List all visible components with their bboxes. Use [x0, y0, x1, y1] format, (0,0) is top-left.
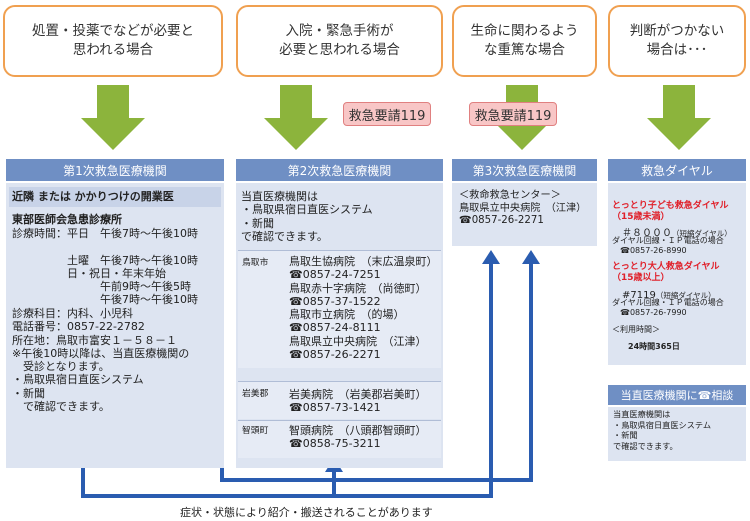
- child-dial-number-row: ＃８０００（短縮ダイヤル）: [612, 224, 732, 239]
- consult-header-text: 当直医療機関に☎相談: [620, 389, 734, 402]
- col3-body: ＜救命救急センター＞ 鳥取県立中央病院 （江津） ☎0857-26-2271: [459, 190, 587, 226]
- col2-header-text: 第2次救急医療機関: [287, 163, 392, 178]
- child-dial-title: とっとり子ども救急ダイヤル （15歳未満）: [612, 201, 729, 223]
- hospital-list-iwami: 岩美病院 （岩美郡岩美町） ☎0857-73-1421: [289, 388, 427, 415]
- consult-panel: [608, 407, 746, 461]
- child-dial-number: ＃８０００: [612, 228, 672, 239]
- adult-dial-number-row: #7119（短縮ダイヤル）: [612, 286, 716, 301]
- consult-header: 当直医療機関に☎相談: [608, 385, 746, 405]
- condition-text: 判断がつかない 場合は･･･: [629, 23, 725, 58]
- adult-dial-title: とっとり大人救急ダイヤル （15歳以上）: [612, 262, 720, 284]
- area-row-iwami: [238, 381, 441, 419]
- col4-panel: [608, 183, 746, 365]
- child-dial-details: ダイヤル回線・ＩＰ電話の場合 ☎0857-26-8990: [612, 236, 724, 255]
- transfer-line: [81, 262, 493, 498]
- col1-subheader-text: 近隣 または かかりつけの開業医: [12, 190, 174, 204]
- hospital-list-tottori: 鳥取生協病院 （末広温泉町） ☎0857-24-7251 鳥取赤十字病院 （尚徳…: [289, 255, 438, 362]
- arrowhead: [522, 250, 540, 264]
- transfer-line-2: [220, 262, 533, 482]
- col3-panel: [452, 183, 597, 246]
- dial-hours: 24時間365日: [628, 342, 680, 351]
- col1-header: 第1次救急医療機関: [6, 159, 224, 181]
- adult-dial-number: #7119: [612, 290, 656, 301]
- condition-box-tertiary: 生命に関わるよう な重篤な場合: [452, 5, 597, 77]
- child-dial-number-note: （短縮ダイヤル）: [672, 229, 732, 238]
- clinic-details: 診療科目：内科、小児科 電話番号：0857-22-2782 所在地：鳥取市富安１…: [12, 307, 190, 414]
- col2-intro: 当直医療機関は ・鳥取県宿日直医システム ・新聞 で確認できます。: [241, 190, 373, 243]
- consult-body: 当直医療機関は ・鳥取県宿日直医システム ・新聞 で確認できます。: [613, 409, 712, 451]
- bottom-note: 症状・状態により紹介・搬送されることがあります: [180, 506, 433, 519]
- col1-subheader: 近隣 または かかりつけの開業医: [9, 187, 221, 207]
- area-row-chizu: [238, 420, 441, 458]
- adult-dial-number-note: （短縮ダイヤル）: [655, 291, 716, 300]
- condition-box-primary: 処置・投薬でなどが必要と 思われる場合: [3, 5, 223, 77]
- area-label-chizu: 智頭町: [242, 426, 269, 436]
- col3-header-text: 第3次救急医療機関: [472, 163, 577, 178]
- col3-header: 第3次救急医療機関: [452, 159, 597, 181]
- dial-hours-label: ＜利用時間＞: [612, 325, 660, 334]
- clinic-hours: 診療時間：平日 午後7時〜午後10時 土曜 午後7時〜午後10時 日・祝日・年末…: [12, 227, 198, 307]
- arrowhead: [482, 250, 500, 264]
- adult-dial-details: ダイヤル回線・ＩＰ電話の場合 ☎0857-26-7990: [612, 298, 724, 317]
- area-row-tottori: [238, 250, 441, 368]
- condition-text: 処置・投薬でなどが必要と 思われる場合: [32, 23, 194, 58]
- area-label-iwami: 岩美郡: [242, 389, 269, 399]
- col1-panel: [6, 183, 224, 468]
- col4-header: 救急ダイヤル: [608, 159, 746, 181]
- request-label-text: 救急要請119: [474, 108, 552, 124]
- blue-transfer-arrows: [81, 262, 533, 498]
- col1-header-text: 第1次救急医療機関: [63, 163, 167, 178]
- col4-header-text: 救急ダイヤル: [641, 163, 713, 178]
- condition-text: 入院・緊急手術が 必要と思われる場合: [279, 23, 400, 58]
- condition-box-secondary: 入院・緊急手術が 必要と思われる場合: [236, 5, 443, 77]
- emergency-call-label-2: 救急要請119: [469, 102, 557, 126]
- green-arrow-2: [264, 85, 328, 150]
- green-arrow-1: [81, 85, 145, 150]
- condition-box-dial: 判断がつかない 場合は･･･: [608, 5, 746, 77]
- col2-header: 第2次救急医療機関: [236, 159, 443, 181]
- green-down-arrows: [81, 85, 711, 150]
- hospital-list-chizu: 智頭病院 （八頭郡智頭町） ☎0858-75-3211: [289, 424, 427, 451]
- emergency-call-label-1: 救急要請119: [343, 102, 431, 126]
- condition-text: 生命に関わるよう な重篤な場合: [470, 23, 579, 58]
- clinic-name: 東部医師会急患診療所: [12, 213, 122, 226]
- request-label-text: 救急要請119: [348, 108, 426, 124]
- green-arrow-4: [647, 85, 711, 150]
- area-label-tottori: 鳥取市: [242, 258, 269, 268]
